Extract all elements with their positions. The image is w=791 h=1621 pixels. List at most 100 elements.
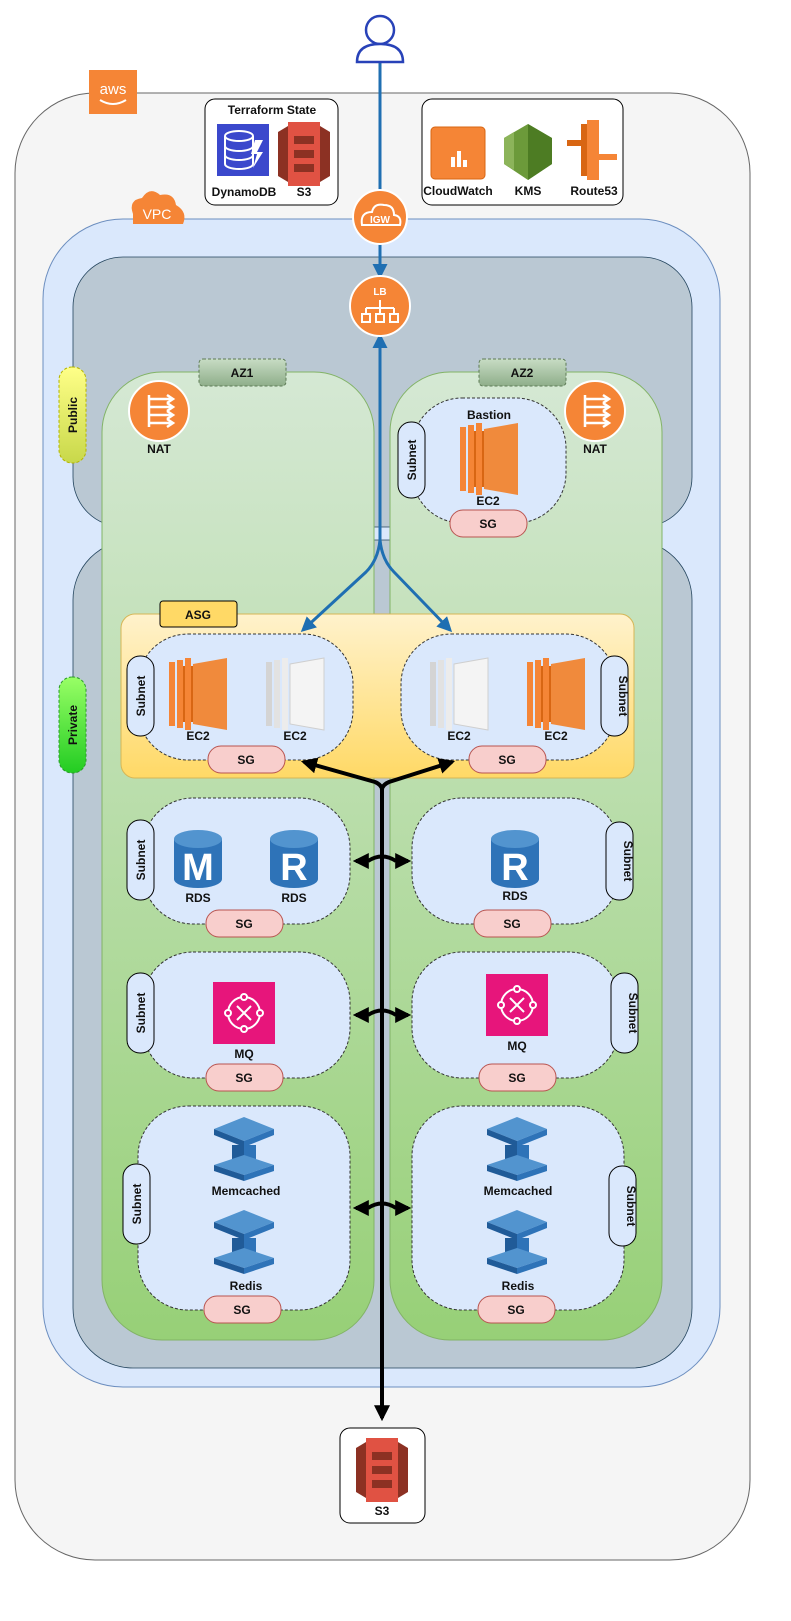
redis-right-label: Redis: [502, 1279, 535, 1293]
kms-label: KMS: [515, 184, 542, 198]
rds-left-subnet: [142, 797, 351, 925]
mq-right-sg-label: SG: [508, 1071, 525, 1085]
asg-tag: [159, 600, 238, 628]
rds-master-label: RDS: [185, 891, 210, 905]
rds-left-sg-label: SG: [235, 917, 252, 931]
mq-right-subnet-tag: [610, 972, 639, 1054]
lb-icon: [349, 275, 411, 337]
nat-icon-right: [563, 379, 627, 443]
asg-left-subnet-label: Subnet: [134, 676, 148, 717]
asg-right-ec2-a-icon: [429, 657, 489, 731]
mq-left-label: MQ: [234, 1047, 253, 1061]
mq-right-icon: [485, 973, 549, 1037]
aws-logo-text: aws: [100, 81, 127, 98]
rds-right-replica-letter: R: [501, 847, 528, 889]
vpc-label: VPC: [143, 206, 172, 222]
mq-left-subnet-label: Subnet: [134, 993, 148, 1034]
mq-left-icon: [212, 981, 276, 1045]
public-tag: [58, 366, 87, 464]
memcached-left-label: Memcached: [212, 1184, 281, 1198]
az2-tab: [478, 358, 567, 387]
mq-left-subnet-tag: [126, 972, 155, 1054]
traffic-path: [300, 62, 453, 633]
bastion-ec2-icon: [460, 423, 518, 495]
s3-bucket-label: S3: [375, 1504, 390, 1518]
rds-right-subnet-label: Subnet: [621, 841, 635, 882]
rds-left-replica-label: RDS: [281, 891, 306, 905]
asg-left-ec2-a-label: EC2: [186, 729, 210, 743]
cache-right-sg-label: SG: [507, 1303, 524, 1317]
mq-right-sg: [478, 1063, 557, 1092]
bastion-title: Bastion: [467, 408, 511, 422]
lb-label: LB: [373, 287, 386, 298]
bastion-ec2-label: EC2: [476, 494, 500, 508]
asg-left-ec2-b-label: EC2: [283, 729, 307, 743]
igw-label: IGW: [370, 215, 391, 226]
rds-right-subnet-tag: [605, 821, 634, 901]
nat-label-right: NAT: [583, 442, 607, 456]
asg-left-ec2-b-icon: [265, 657, 325, 731]
kms-icon: [504, 124, 552, 180]
cache-left-sg-label: SG: [233, 1303, 250, 1317]
private-label: Private: [66, 705, 80, 745]
vpc-badge: [131, 191, 185, 224]
asg-label: ASG: [185, 608, 211, 622]
az1-label: AZ1: [231, 366, 254, 380]
az2-label: AZ2: [511, 366, 534, 380]
s3-state-label: S3: [297, 185, 312, 199]
memcached-right-label: Memcached: [484, 1184, 553, 1198]
private-tag: [58, 676, 87, 774]
igw-icon: [352, 189, 408, 245]
mq-left-sg: [205, 1063, 284, 1092]
mq-right-label: MQ: [507, 1039, 526, 1053]
rds-left-replica-letter: R: [280, 847, 307, 889]
asg-right-subnet-tag: [600, 655, 629, 737]
bastion-subnet-label: Subnet: [405, 440, 419, 481]
rds-left-subnet-tag: [126, 819, 155, 901]
rds-master-letter: M: [182, 847, 214, 889]
s3-bucket-icon: [356, 1438, 408, 1502]
cache-left-subnet-label: Subnet: [130, 1184, 144, 1225]
rds-right-sg-label: SG: [503, 917, 520, 931]
cache-right-subnet-tag: [608, 1165, 637, 1247]
nat-icon-left: [127, 379, 191, 443]
s3-state-icon: [278, 122, 330, 186]
nat-label-left: NAT: [147, 442, 171, 456]
az1-tab: [198, 358, 287, 387]
asg-right-ec2-a-label: EC2: [447, 729, 471, 743]
bastion-subnet-tag: [397, 421, 426, 499]
cache-left-sg: [203, 1295, 282, 1324]
redis-left-label: Redis: [230, 1279, 263, 1293]
route53-label: Route53: [570, 184, 618, 198]
user-icon: [355, 14, 405, 64]
rds-left-sg: [205, 909, 284, 938]
asg-right-ec2-b-icon: [527, 658, 585, 730]
asg-right-ec2-b-label: EC2: [544, 729, 568, 743]
rds-right-sg: [473, 909, 552, 938]
dynamodb-label: DynamoDB: [212, 185, 277, 199]
asg-right-subnet-label: Subnet: [616, 676, 630, 717]
cache-right-sg: [477, 1295, 556, 1324]
bastion-sg: [449, 509, 528, 538]
terraform-state-title: Terraform State: [228, 103, 317, 117]
cache-left-subnet-tag: [122, 1163, 151, 1245]
backbone-connectors: [300, 757, 456, 1422]
rds-left-subnet-label: Subnet: [134, 840, 148, 881]
public-label: Public: [66, 397, 80, 433]
asg-left-sg-label: SG: [237, 753, 254, 767]
asg-left-sg: [207, 745, 286, 774]
asg-right-sg: [468, 745, 547, 774]
cloudwatch-icon: [430, 126, 486, 180]
mq-left-sg-label: SG: [235, 1071, 252, 1085]
aws-smile: [99, 99, 127, 105]
dynamodb-icon: [217, 124, 269, 176]
aws-logo: [89, 70, 137, 114]
route53-icon: [567, 120, 617, 180]
asg-right-sg-label: SG: [498, 753, 515, 767]
mq-right-subnet-label: Subnet: [626, 993, 640, 1034]
bastion-sg-label: SG: [479, 517, 496, 531]
asg-left-ec2-a-icon: [169, 658, 227, 730]
asg-left-subnet-tag: [126, 655, 155, 737]
rds-right-replica-label: RDS: [502, 889, 527, 903]
